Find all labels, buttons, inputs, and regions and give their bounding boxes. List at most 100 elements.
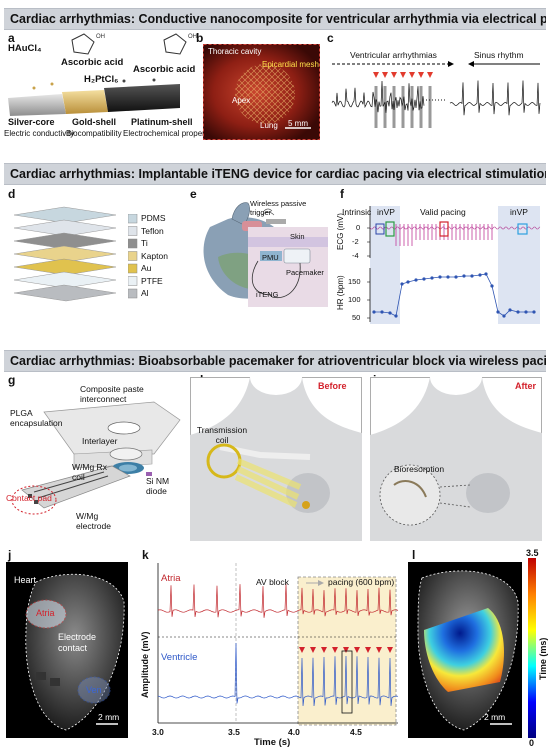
hr-point (502, 314, 506, 318)
hr-point (462, 274, 466, 278)
after-illustration (370, 377, 542, 541)
layer-au (13, 258, 117, 276)
intrinsic-label: Intrinsic (342, 207, 372, 217)
hr-point (446, 275, 450, 279)
amplitude-axis-label: Amplitude (mV) (140, 631, 150, 699)
electrode-label: W/Mg electrode (76, 511, 111, 531)
heart-label: Heart (14, 575, 37, 585)
pacing-marker (299, 647, 305, 653)
colorbar-min: 0 (529, 738, 535, 748)
legend-swatch-ti (128, 238, 138, 249)
legend-swatch-al (128, 288, 138, 299)
hr-point (454, 275, 458, 279)
composite-paste-label: Composite paste interconnect (80, 384, 144, 404)
iteng-label: iTENG (256, 290, 279, 299)
atria-ventricle-trace (157, 563, 399, 726)
nanowire-illustration (8, 78, 180, 116)
hr-point (394, 314, 398, 318)
hr-point (400, 282, 404, 286)
apex-label: Apex (232, 96, 251, 105)
panel-label-l: l (412, 548, 416, 562)
thoracic-cavity-label: Thoracic cavity (208, 47, 262, 56)
pacing-marker (387, 647, 393, 653)
pacing-marker (310, 647, 316, 653)
panel-label-j: j (8, 548, 12, 562)
pacing-arrow (427, 72, 433, 78)
ecg-axis-label: ECG (mV) (336, 213, 345, 250)
scale-bar-label-b: 5 mm (288, 119, 308, 128)
invp-label-2: inVP (510, 207, 528, 217)
after-label: After (515, 381, 537, 391)
layer-al (13, 284, 117, 302)
pacing-label: pacing (600 bpm) (328, 577, 395, 587)
panel-label-f: f (340, 187, 344, 201)
hr-point (430, 276, 434, 280)
colorbar-label: Time (ms) (538, 637, 548, 680)
pacing-marker (354, 647, 360, 653)
before-illustration (190, 377, 362, 541)
legend-swatch-pdms (128, 214, 138, 224)
haucl4-label: HAuCl₄ (8, 43, 42, 54)
ascorbic-acid-label-2: Ascorbic acid (133, 64, 196, 75)
scale-bar-label-l: 2 mm (484, 712, 506, 722)
svg-text:OH: OH (188, 34, 197, 40)
layer-ti (13, 232, 117, 250)
legend-label-ptfe: PTFE (141, 275, 163, 286)
pacing-arrow (382, 72, 388, 78)
hr-point (532, 310, 536, 314)
legend-label-teflon: Teflon (141, 225, 164, 236)
pacing-marker (376, 647, 382, 653)
hr-point (478, 273, 482, 277)
interlayer-label: Interlayer (82, 436, 118, 446)
pacing-arrow (409, 72, 415, 78)
panel-label-b: b (196, 31, 204, 45)
invp-label-1: inVP (377, 207, 395, 217)
panel-label-a: a (8, 31, 15, 45)
panel-label-c: c (327, 31, 334, 45)
svg-text:OH: OH (96, 34, 105, 40)
silver-core-label: Silver-core (8, 117, 55, 127)
pmu-label: PMU (262, 253, 279, 262)
hr-point (490, 284, 494, 288)
heart-photo-panel-j (6, 562, 128, 738)
legend-label-kapton: Kapton (141, 250, 168, 261)
legend-label-pdms: PDMS (141, 213, 166, 223)
contact-pad-label: Contact pad (6, 493, 52, 503)
hr-point (516, 310, 520, 314)
pacing-bar (428, 86, 432, 128)
activation-map (408, 562, 522, 738)
pacing-arrow (418, 72, 424, 78)
layer-teflon (13, 219, 117, 237)
k-tick-30: 3.0 (152, 727, 164, 737)
layer-ptfe (13, 271, 117, 289)
atria-trace-label: Atria (161, 573, 181, 584)
heart-iteng-illustration (203, 202, 328, 307)
ven-label: Ven (86, 685, 102, 695)
conductivity-label: Electric conductivity (4, 129, 75, 138)
scale-bar-label-j: 2 mm (98, 712, 120, 722)
k-tick-35: 3.5 (228, 727, 240, 737)
k-tick-45: 4.5 (350, 727, 362, 737)
legend-swatch-kapton (128, 251, 138, 261)
ascorbic-acid-label-1: Ascorbic acid (61, 57, 124, 68)
pacing-bar (401, 86, 405, 128)
electrode-contact-label: Electrode contact (58, 632, 97, 653)
panel-label-e: e (190, 187, 197, 201)
colorbar-max: 3.5 (526, 548, 539, 558)
epicardial-mesh-photo (203, 44, 320, 140)
panel-label-g: g (8, 373, 16, 387)
pacing-bar (383, 86, 387, 128)
rx-coil-label: W/Mg Rx coil (72, 462, 107, 482)
pacing-marker (365, 647, 371, 653)
platinum-shell-label: Platinum-shell (131, 117, 193, 127)
gold-shell-label: Gold-shell (72, 117, 117, 127)
pacing-marker (343, 647, 349, 653)
hr-point (380, 310, 384, 314)
legend-swatch-ptfe (128, 276, 138, 286)
skin-label: Skin (290, 232, 305, 241)
bioresorption-label: Bioresorption (394, 464, 445, 474)
hr-point (388, 311, 392, 315)
ecg-hr-chart (367, 206, 541, 324)
valid-pacing-label: Valid pacing (420, 207, 466, 217)
legend-swatch-teflon (128, 226, 138, 236)
